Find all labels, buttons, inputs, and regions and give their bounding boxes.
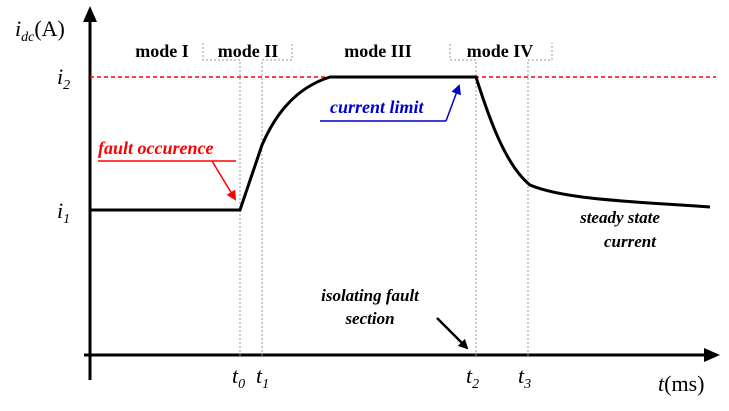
mode-iv-bracket xyxy=(449,43,553,76)
level-i1-label: i1 xyxy=(57,198,70,227)
y-axis-arrowhead xyxy=(83,6,97,22)
isolating-fault-label-line1: isolating fault xyxy=(321,286,420,305)
current-limit-label: current limit xyxy=(330,97,425,117)
mode-ii-label: mode II xyxy=(218,41,279,61)
time-t2-label: t2 xyxy=(466,363,479,392)
x-axis-arrowhead xyxy=(704,348,720,362)
isolating-fault-label-line2: section xyxy=(344,309,394,328)
y-axis-label: idc(A) xyxy=(15,16,65,45)
x-axis-label: t(ms) xyxy=(658,371,704,396)
current-waveform xyxy=(90,75,711,212)
time-guides xyxy=(239,70,529,358)
level-i2-label: i2 xyxy=(57,64,70,93)
mode-iv-label: mode IV xyxy=(467,41,534,61)
steady-state-label-line1: steady state xyxy=(579,208,660,227)
fault-occurence-label: fault occurence xyxy=(98,138,213,158)
mode-iii-label: mode III xyxy=(344,41,412,61)
isolating-arrow xyxy=(436,317,469,350)
steady-state-label-line2: current xyxy=(604,232,657,251)
time-t0-label: t0 xyxy=(232,363,245,392)
limit-arrow xyxy=(445,84,461,122)
mode-i-label: mode I xyxy=(135,41,189,61)
time-t1-label: t1 xyxy=(256,363,269,392)
mode-ii-bracket xyxy=(202,43,293,76)
time-t3-label: t3 xyxy=(518,363,531,392)
fault-arrow xyxy=(211,160,237,201)
